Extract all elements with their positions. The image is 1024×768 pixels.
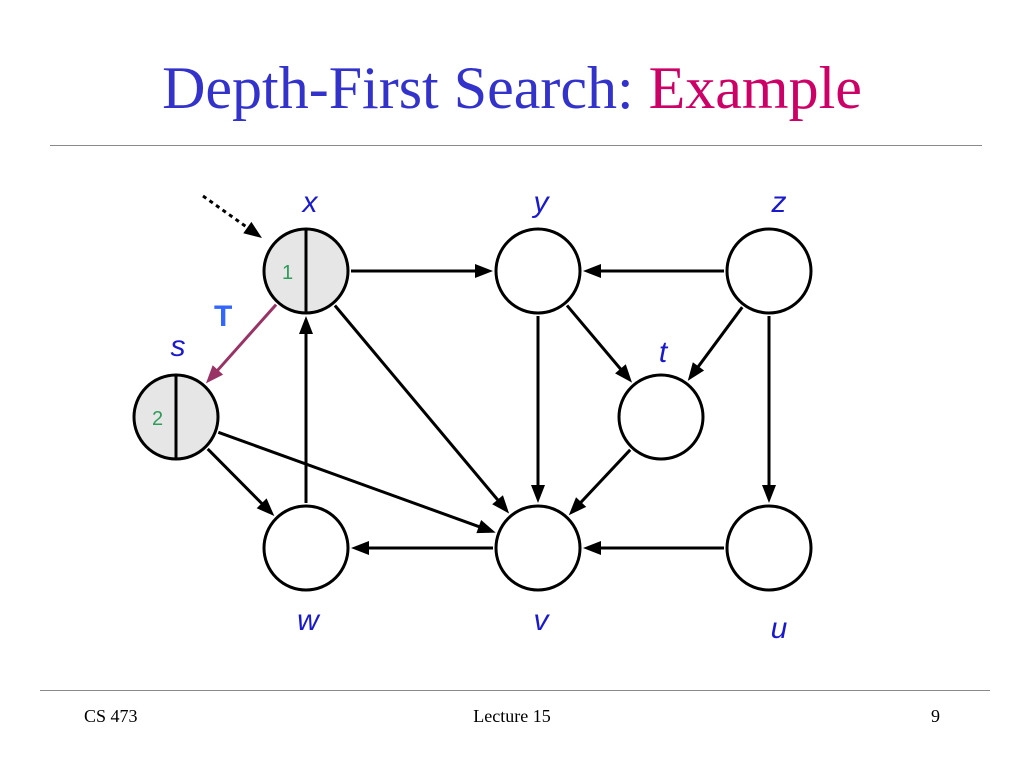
- edge-v-to-w: [351, 541, 493, 555]
- arrowhead-x-v: [492, 495, 510, 514]
- vertex-label-s: s: [171, 330, 186, 363]
- vertex-t: [617, 373, 705, 461]
- vertex-u: [725, 504, 813, 592]
- arrowhead-w-x: [299, 316, 313, 334]
- vertex-label-x: x: [301, 186, 319, 219]
- vertex-label-v: v: [534, 604, 551, 637]
- edge-y-to-t: [565, 304, 633, 383]
- arrowhead-v-w: [351, 541, 369, 555]
- vertex-circle-w: [262, 504, 350, 592]
- edge-x-to-y: [351, 264, 493, 278]
- arrowhead-t-v: [568, 497, 587, 516]
- edge-line-x-v: [333, 304, 502, 504]
- edge-line-y-t: [565, 304, 625, 373]
- vertex-w: [262, 504, 350, 592]
- arrowhead-z-y: [583, 264, 601, 278]
- vertex-circle-u: [725, 504, 813, 592]
- discovery-time-x: 1: [282, 262, 293, 284]
- tree-edge-label: T: [214, 300, 232, 333]
- start-pointer-arrow: [202, 194, 262, 238]
- vertex-z: [725, 227, 813, 315]
- vertex-circle-z: [725, 227, 813, 315]
- edge-x-to-s: [205, 303, 278, 384]
- vertex-circle-y: [494, 227, 582, 315]
- arrowhead-s-v: [476, 519, 496, 534]
- slide-title: Depth-First Search: Example: [0, 48, 1024, 128]
- edge-u-to-v: [583, 541, 724, 555]
- discovery-time-s: 2: [152, 408, 163, 430]
- arrowhead-u-v: [583, 541, 601, 555]
- edge-line-t-v: [577, 448, 632, 507]
- arrowhead-x-y: [475, 264, 493, 278]
- arrowhead-x-s: [205, 365, 224, 384]
- vertex-label-w: w: [297, 604, 321, 637]
- edge-z-to-u: [762, 316, 776, 503]
- vertex-circle-v: [494, 504, 582, 592]
- edge-z-to-t: [687, 306, 744, 381]
- vertex-label-t: t: [659, 336, 669, 369]
- labels-layer: Tx y z s t w v u: [171, 186, 788, 645]
- title-main: Depth-First Search:: [162, 55, 634, 121]
- vertex-circle-t: [617, 373, 705, 461]
- edge-t-to-v: [568, 448, 632, 516]
- vertex-label-u: u: [771, 612, 788, 645]
- edge-x-to-v: [333, 304, 510, 514]
- nodes-layer: 12: [132, 227, 813, 592]
- start-pointer-line: [202, 194, 252, 232]
- footer-divider: [40, 690, 990, 691]
- edge-line-x-s: [214, 303, 278, 374]
- arrowhead-z-u: [762, 485, 776, 503]
- edge-line-s-w: [206, 447, 266, 508]
- edge-line-s-v: [217, 430, 484, 530]
- vertex-y: [494, 227, 582, 315]
- title-divider: [50, 145, 982, 146]
- vertex-label-z: z: [771, 186, 787, 219]
- vertex-x: 1: [262, 227, 350, 315]
- edge-line-z-t: [694, 306, 744, 371]
- edge-w-to-x: [299, 316, 313, 503]
- vertex-label-y: y: [532, 186, 551, 219]
- edge-s-to-v: [217, 430, 496, 534]
- footer-course: CS 473: [84, 706, 138, 726]
- edges-layer: [202, 194, 776, 555]
- arrowhead-y-t: [615, 364, 633, 383]
- vertex-v: [494, 504, 582, 592]
- edge-s-to-w: [206, 447, 275, 517]
- arrowhead-s-w: [256, 498, 275, 517]
- arrowhead-y-v: [531, 485, 545, 503]
- title-accent: Example: [648, 55, 862, 121]
- vertex-s: 2: [132, 373, 220, 461]
- edge-y-to-v: [531, 316, 545, 503]
- arrowhead-z-t: [687, 362, 705, 381]
- footer-lecture: Lecture 15: [473, 706, 551, 726]
- footer-page-number: 9: [931, 706, 940, 726]
- edge-z-to-y: [583, 264, 724, 278]
- start-pointer-head: [243, 221, 262, 238]
